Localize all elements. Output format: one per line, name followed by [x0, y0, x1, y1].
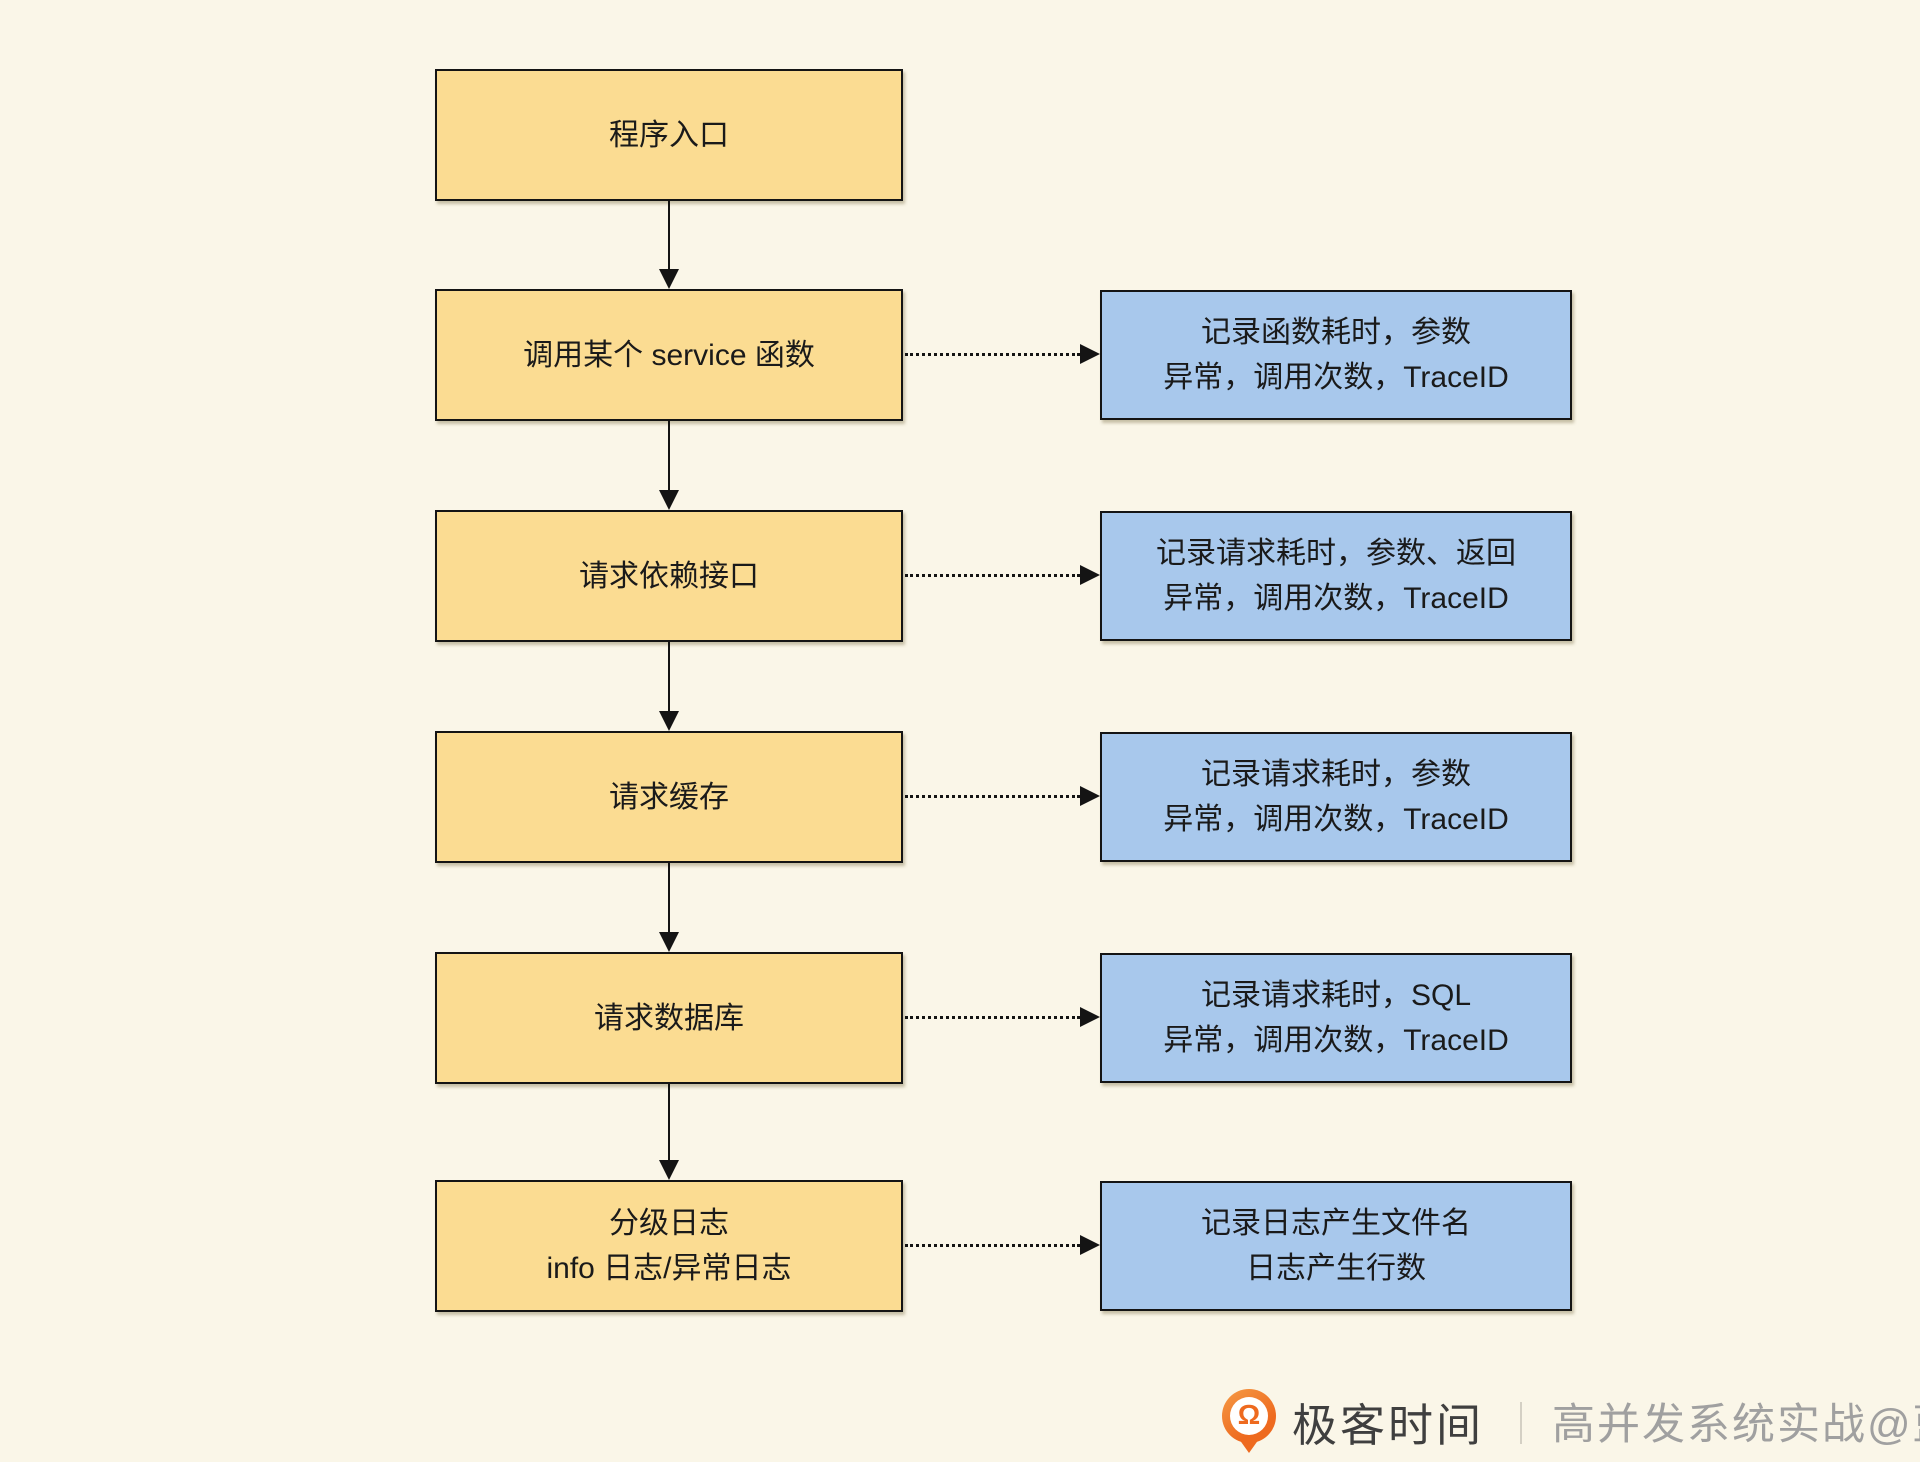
node-label: 请求缓存	[609, 780, 729, 814]
annotation-database-metrics: 记录请求耗时，SQL 异常，调用次数，TraceID	[1100, 953, 1572, 1083]
dotted-right-arrow-icon	[905, 344, 1100, 364]
annotation-line2: 异常，调用次数，TraceID	[1163, 361, 1509, 394]
annotation-line1: 记录请求耗时，参数、返回	[1156, 537, 1516, 570]
annotation-line2: 异常，调用次数，TraceID	[1163, 1024, 1509, 1057]
annotation-function-metrics: 记录函数耗时，参数 异常，调用次数，TraceID	[1100, 290, 1572, 420]
node-label: 程序入口	[609, 118, 729, 152]
dotted-right-arrow-icon	[905, 786, 1100, 806]
annotation-line1: 记录请求耗时，SQL	[1200, 979, 1472, 1012]
annotation-line1: 记录请求耗时，参数	[1201, 758, 1471, 791]
down-arrow-icon	[659, 863, 679, 952]
down-arrow-icon	[659, 421, 679, 510]
node-label-line1: 分级日志	[609, 1207, 729, 1240]
node-program-entry: 程序入口	[435, 69, 903, 201]
node-label: 请求依赖接口	[579, 559, 759, 593]
annotation-line1: 记录函数耗时，参数	[1201, 316, 1471, 349]
down-arrow-icon	[659, 201, 679, 289]
node-database-request: 请求数据库	[435, 952, 903, 1084]
dotted-right-arrow-icon	[905, 565, 1100, 585]
footer-brand: 极客时间	[1292, 1399, 1485, 1451]
annotation-log-metrics: 记录日志产生文件名 日志产生行数	[1100, 1181, 1572, 1311]
node-label-line2: info 日志/异常日志	[546, 1252, 792, 1285]
node-label: 调用某个 service 函数	[523, 338, 815, 372]
node-tiered-logging: 分级日志 info 日志/异常日志	[435, 1180, 903, 1312]
annotation-dependency-metrics: 记录请求耗时，参数、返回 异常，调用次数，TraceID	[1100, 511, 1572, 641]
node-dependency-request: 请求依赖接口	[435, 510, 903, 642]
node-cache-request: 请求缓存	[435, 731, 903, 863]
annotation-cache-metrics: 记录请求耗时，参数 异常，调用次数，TraceID	[1100, 732, 1572, 862]
annotation-line2: 日志产生行数	[1246, 1252, 1426, 1285]
annotation-line2: 异常，调用次数，TraceID	[1163, 803, 1509, 836]
down-arrow-icon	[659, 1084, 679, 1180]
footer-divider: ｜	[1500, 1400, 1543, 1448]
footer-watermark: Ω 极客时间 ｜ 高并发系统实战@蓝天	[1222, 1386, 1920, 1456]
dotted-right-arrow-icon	[905, 1007, 1100, 1027]
down-arrow-icon	[659, 642, 679, 731]
node-label: 请求数据库	[594, 1001, 744, 1035]
node-service-call: 调用某个 service 函数	[435, 289, 903, 421]
dotted-right-arrow-icon	[905, 1235, 1100, 1255]
geektime-logo-icon: Ω	[1222, 1389, 1278, 1453]
logo-circle: Ω	[1222, 1389, 1276, 1443]
footer-subtitle: 高并发系统实战@蓝天	[1552, 1401, 1920, 1449]
logo-glyph: Ω	[1230, 1397, 1268, 1435]
annotation-line2: 异常，调用次数，TraceID	[1163, 582, 1509, 615]
annotation-line1: 记录日志产生文件名	[1201, 1207, 1471, 1240]
